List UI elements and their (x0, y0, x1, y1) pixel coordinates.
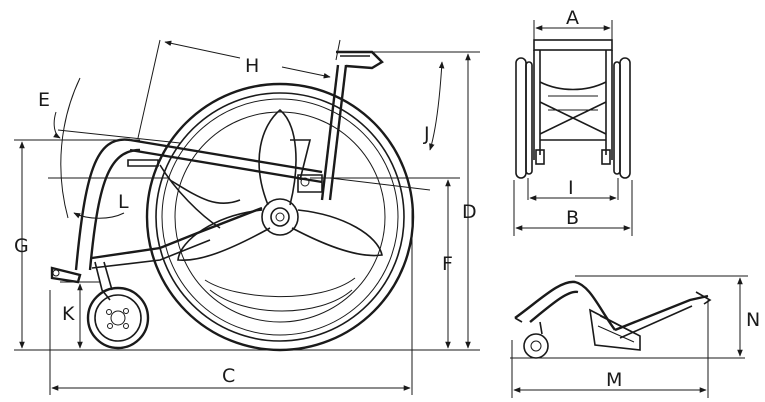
label-k: K (62, 303, 75, 325)
label-a: A (566, 7, 579, 29)
label-j: J (423, 123, 430, 145)
label-l: L (118, 191, 129, 213)
label-n: N (746, 309, 760, 331)
rear-wheel (145, 82, 415, 352)
label-f: F (442, 253, 453, 275)
label-i: I (568, 177, 574, 199)
label-g: G (14, 235, 29, 257)
side-view: H E J L G D F K C (14, 39, 480, 395)
label-e: E (38, 89, 50, 111)
front-view: A I B (513, 7, 633, 236)
label-c: C (222, 365, 235, 387)
caster-wheel (86, 286, 150, 350)
label-d: D (462, 201, 477, 223)
label-b: B (566, 207, 579, 229)
dimension-lines (14, 39, 480, 395)
folded-view: M N (510, 275, 760, 398)
label-m: M (606, 369, 622, 391)
label-h: H (245, 55, 259, 77)
frame (50, 50, 384, 301)
